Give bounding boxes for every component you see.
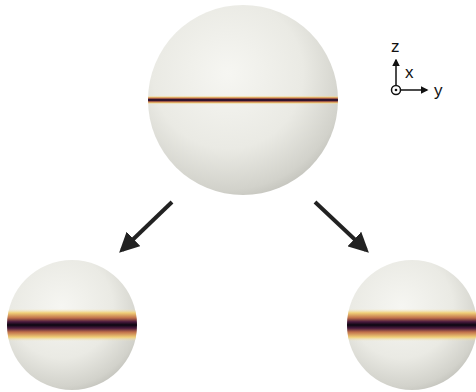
- small-sphere-right: [340, 260, 476, 390]
- large-sphere: [140, 5, 346, 195]
- split-arrow: [122, 202, 172, 250]
- axis-label: y: [434, 82, 443, 99]
- axis-label: x: [405, 64, 414, 81]
- small-sphere-left: [0, 260, 140, 390]
- split-arrow: [315, 202, 366, 250]
- axis-triad: [392, 60, 428, 95]
- axis-label: z: [391, 38, 400, 55]
